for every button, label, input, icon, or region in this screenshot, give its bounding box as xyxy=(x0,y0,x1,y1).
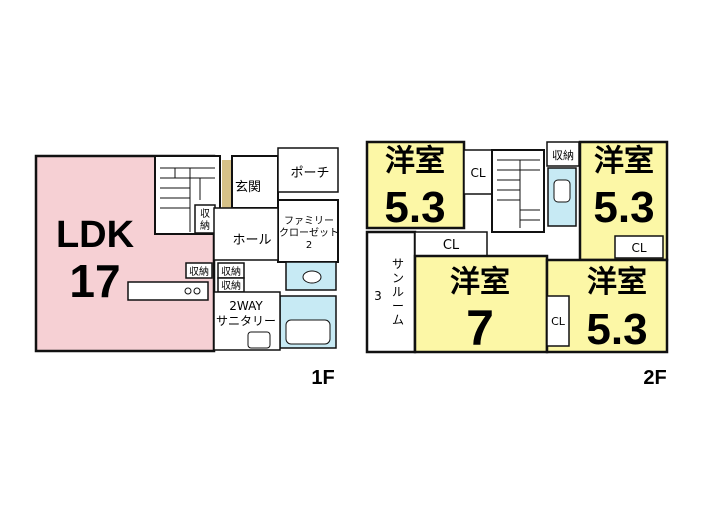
sunroom-line4: ー xyxy=(392,299,404,313)
sunroom-line5: ム xyxy=(392,313,404,327)
floor2-label: 2F xyxy=(643,367,666,389)
family-closet-line3: 2 xyxy=(306,240,312,251)
sunroom-line2: ン xyxy=(392,271,404,285)
floor1-label: 1F xyxy=(311,367,334,389)
sanitary-line2: サニタリー xyxy=(216,314,276,328)
family-closet-line2: クローゼット xyxy=(279,227,339,239)
bedroom-se-name: 洋室 xyxy=(587,265,647,299)
hall-label: ホール xyxy=(232,233,271,248)
toilet-icon xyxy=(302,270,322,284)
sunroom-line3: ル xyxy=(392,285,404,299)
porch-label: ポーチ xyxy=(290,166,329,181)
cl-ne-box xyxy=(614,235,664,259)
cl-nw-label: CL xyxy=(470,166,485,180)
storage-a-label: 収納 xyxy=(189,265,209,278)
bedroom-se-size: 5.3 xyxy=(586,305,647,354)
sunroom-line1: サ xyxy=(392,257,404,271)
cl-se-box xyxy=(546,295,570,347)
stair-treads-2f xyxy=(497,159,540,228)
floor-2: 洋室 5.3 洋室 5.3 洋室 7 洋室 5.3 CL CL CL CL 収納… xyxy=(365,140,669,389)
bedroom-nw-room xyxy=(365,140,466,230)
stove-icon-1 xyxy=(184,287,192,295)
bedroom-ne-size: 5.3 xyxy=(593,183,654,232)
bedroom-center-room xyxy=(413,254,549,354)
storage-c-label: 収納 xyxy=(221,279,241,292)
storage-stair-line2: 納 xyxy=(200,219,210,232)
storage-ne-box xyxy=(546,141,580,167)
ldk-size: 17 xyxy=(69,255,120,307)
stair-treads-1f xyxy=(160,167,215,232)
washbasin-icon xyxy=(247,331,271,349)
sanitary-line1: 2WAY xyxy=(229,299,263,313)
bedroom-nw-name: 洋室 xyxy=(385,144,445,178)
cl-center-label: CL xyxy=(443,238,460,253)
floor-1: 収 納 LDK 17 玄関 ポーチ ホール ファミリー クローゼット xyxy=(34,147,339,389)
stair-highlight xyxy=(222,160,232,232)
storage-a-box xyxy=(185,262,213,279)
bathtub-icon xyxy=(285,319,331,345)
entrance-label: 玄関 xyxy=(235,180,261,195)
bedroom-center-size: 7 xyxy=(466,300,494,356)
stair-2f xyxy=(491,149,545,233)
stove-icon-2 xyxy=(193,287,201,295)
sunroom-size: 3 xyxy=(374,289,382,303)
bedroom-nw-size: 5.3 xyxy=(384,183,445,232)
storage-ne-label: 収納 xyxy=(552,149,574,162)
toilet-2f-icon xyxy=(553,179,571,203)
storage-b-label: 収納 xyxy=(221,265,241,278)
family-closet-room xyxy=(277,199,339,263)
family-closet-line1: ファミリー xyxy=(284,216,334,227)
bedroom-center-name: 洋室 xyxy=(450,265,510,299)
kitchen-counter xyxy=(127,281,209,301)
storage-stair-line1: 収 xyxy=(200,208,210,220)
cl-se-label: CL xyxy=(551,315,566,328)
cl-ne-label: CL xyxy=(631,241,646,255)
ldk-name: LDK xyxy=(56,214,135,256)
bedroom-ne-name: 洋室 xyxy=(594,144,654,178)
porch-area xyxy=(277,147,339,193)
hall-room xyxy=(213,207,279,261)
cl-nw-box xyxy=(463,149,493,195)
